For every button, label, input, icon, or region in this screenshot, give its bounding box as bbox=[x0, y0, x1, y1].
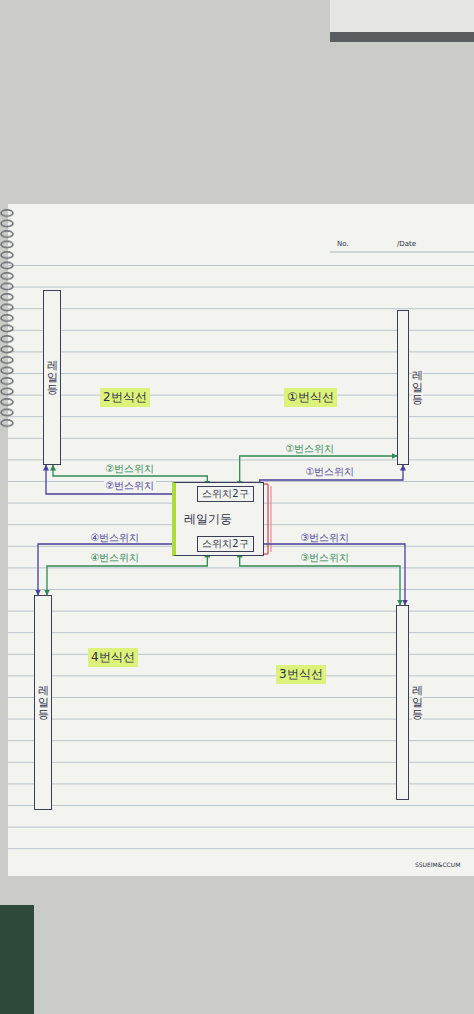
wire-connector bbox=[47, 552, 207, 595]
light-label: 레일등 bbox=[412, 369, 423, 405]
wire-label: ①번스위치 bbox=[284, 443, 337, 454]
rail-light: 레일등 bbox=[34, 595, 52, 810]
light-label: 레일등 bbox=[38, 684, 49, 720]
spiral-binding bbox=[0, 208, 16, 428]
rail-light: 레일등 bbox=[43, 290, 61, 465]
switch-label: 스위치2구 bbox=[202, 538, 248, 550]
post-label: 레일기둥 bbox=[184, 511, 232, 528]
header-field: /Date bbox=[396, 240, 417, 248]
rail-post: 레일기둥스위치2구스위치2구 bbox=[172, 482, 264, 556]
header-field: No. bbox=[336, 240, 350, 248]
light-label: 레일등 bbox=[47, 359, 58, 395]
wire-label: ②번스위치 bbox=[104, 463, 157, 474]
wire-label: ③번스위치 bbox=[299, 552, 352, 563]
zone-label: 2번식선 bbox=[100, 388, 150, 407]
wire-connector bbox=[254, 465, 403, 494]
red-wire bbox=[264, 553, 268, 554]
wire-label: ②번스위치 bbox=[104, 480, 157, 491]
desk-object-edge bbox=[330, 32, 474, 42]
brand-mark: SSUEIM&CCUM bbox=[414, 861, 461, 868]
wire-connector bbox=[240, 552, 400, 605]
rail-light: 레일등 bbox=[397, 310, 409, 465]
desk-object bbox=[330, 0, 474, 42]
wire-label: ④번스위치 bbox=[89, 532, 142, 543]
wire-connector bbox=[254, 544, 405, 605]
pink-wire bbox=[270, 486, 271, 552]
desk-corner bbox=[0, 905, 34, 1014]
switch-label: 스위치2구 bbox=[202, 488, 248, 500]
wire-label: ④번스위치 bbox=[89, 552, 142, 563]
rail-light: 레일등 bbox=[396, 605, 409, 800]
light-label: 레일등 bbox=[412, 684, 423, 720]
wire-label: ③번스위치 bbox=[299, 532, 352, 543]
ruled-lines bbox=[8, 265, 474, 865]
notebook-page bbox=[8, 204, 474, 876]
zone-label: 4번식선 bbox=[88, 648, 138, 667]
switch-box: 스위치2구 bbox=[197, 486, 253, 502]
red-wire bbox=[264, 483, 268, 484]
zone-label: ①번식선 bbox=[284, 388, 337, 407]
wire-label: ①번스위치 bbox=[304, 466, 357, 477]
header-line bbox=[330, 252, 474, 253]
zone-label: 3번식선 bbox=[276, 665, 326, 684]
switch-box: 스위치2구 bbox=[197, 536, 253, 552]
